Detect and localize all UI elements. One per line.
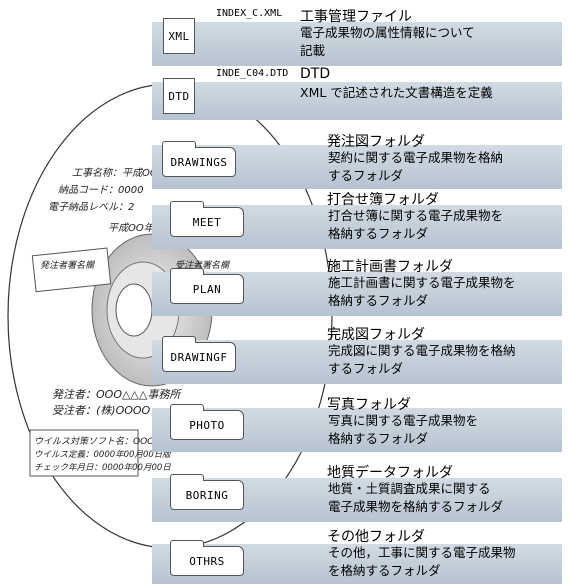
disc-label-text: 工事名称：平成OO 納品コード：0000 電子納品レベル：2 平成OO年OO bbox=[48, 167, 170, 234]
item-desc: 地質・土質調査成果に関する 電子成果物を格納するフォルダ bbox=[328, 481, 504, 514]
tab-label: DRAWINGS bbox=[170, 155, 228, 169]
folder-icon: OTHRS bbox=[170, 540, 244, 576]
disc-label-line: 納品コード：0000 bbox=[58, 184, 143, 196]
folder-icon: PLAN bbox=[170, 268, 244, 304]
disc-orderer-sign-box bbox=[31, 247, 112, 293]
item-desc: 契約に関する電子成果物を格納 するフォルダ bbox=[328, 150, 504, 183]
row-panel bbox=[152, 82, 562, 120]
tab-label: PHOTO bbox=[189, 418, 225, 432]
item-title: その他フォルダ bbox=[327, 529, 425, 545]
file-name: INDE_C04.DTD bbox=[216, 68, 289, 79]
item-title: 発注図フォルダ bbox=[327, 134, 425, 150]
item-title: 施工計画書フォルダ bbox=[327, 259, 453, 275]
disc-hole bbox=[115, 283, 153, 337]
dtd-file-icon: DTD bbox=[163, 78, 195, 114]
tab-label: XML bbox=[168, 29, 190, 43]
file-name: INDEX_C.XML bbox=[216, 8, 283, 19]
item-title: 完成図フォルダ bbox=[327, 327, 425, 343]
item-title: 工事管理ファイル bbox=[300, 9, 412, 25]
disc-orderer-sign-label: 発注者署名欄 bbox=[40, 260, 96, 271]
tab-label: DRAWINGF bbox=[170, 350, 228, 364]
tab-label: BORING bbox=[185, 488, 229, 502]
folder-icon: MEET bbox=[170, 201, 244, 237]
tab-label: MEET bbox=[192, 215, 222, 229]
disc-contractor-sign-label: 受注者署名欄 bbox=[175, 260, 231, 271]
item-title: 打合せ簿フォルダ bbox=[327, 192, 439, 208]
tab-label: PLAN bbox=[192, 282, 222, 296]
item-desc: 写真に関する電子成果物を 格納するフォルダ bbox=[328, 413, 479, 446]
folder-icon: DRAWINGF bbox=[162, 336, 236, 372]
item-desc: 打合せ簿に関する電子成果物を 格納するフォルダ bbox=[328, 208, 504, 241]
disc-virus-line: ウイルス定義：0000年00月00日版 bbox=[34, 449, 172, 460]
folder-icon: BORING bbox=[170, 474, 244, 510]
xml-file-icon: XML bbox=[163, 18, 195, 54]
row-panel bbox=[152, 22, 562, 66]
disc-virus-line: ウイルス対策ソフト名：OOOOO bbox=[34, 436, 168, 447]
disc-virus-box bbox=[29, 429, 139, 477]
folder-icon: DRAWINGS bbox=[162, 141, 236, 177]
item-desc: 完成図に関する電子成果物を格納 するフォルダ bbox=[328, 343, 516, 376]
disc-virus-line: チェック年月日：0000年00月00日 bbox=[34, 462, 171, 473]
item-desc: XML で記述された文書構造を定義 bbox=[300, 85, 493, 100]
item-desc: その他，工事に関する電子成果物 を格納するフォルダ bbox=[328, 545, 516, 578]
disc-issuer-line: 発注者：OOO△△△事務所 bbox=[52, 388, 182, 401]
disc-label-line: 電子納品レベル：2 bbox=[48, 201, 134, 213]
item-title: 写真フォルダ bbox=[327, 397, 411, 413]
item-title: DTD bbox=[300, 66, 331, 82]
disc-label-line: 工事名称：平成OO bbox=[72, 167, 158, 179]
folder-icon: PHOTO bbox=[170, 404, 244, 440]
item-title: 地質データフォルダ bbox=[327, 465, 453, 481]
disc-issuer-line: 受注者：(株)OOOO bbox=[52, 404, 151, 417]
tab-label: OTHRS bbox=[189, 554, 225, 568]
item-desc: 施工計画書に関する電子成果物を 格納するフォルダ bbox=[328, 275, 516, 308]
item-desc: 電子成果物の属性情報について 記載 bbox=[300, 25, 475, 58]
tab-label: DTD bbox=[168, 89, 190, 103]
